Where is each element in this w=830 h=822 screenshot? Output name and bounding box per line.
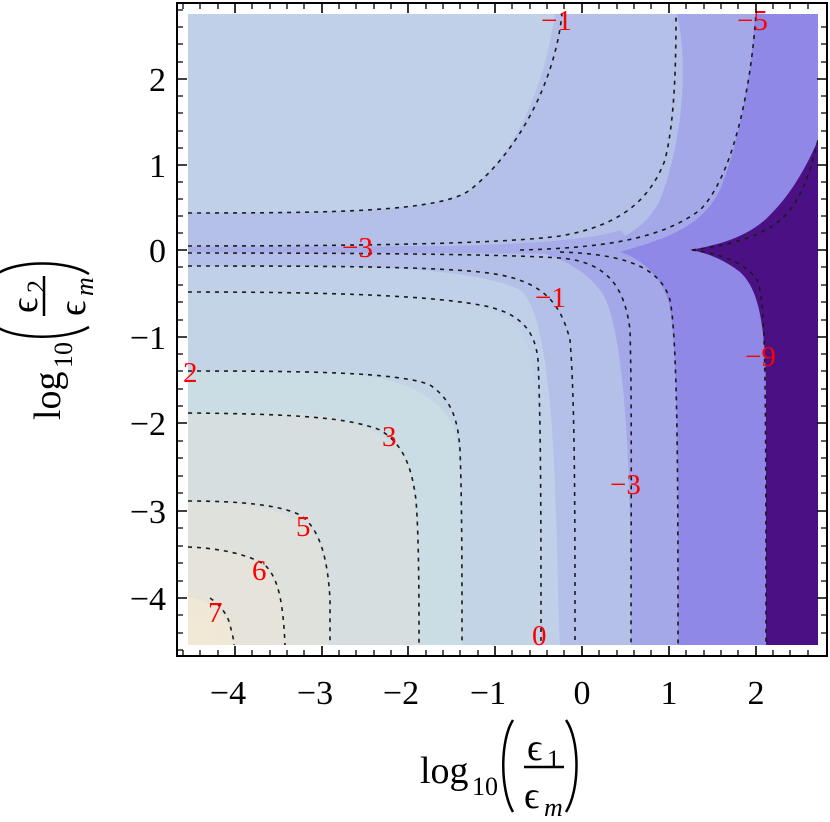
contour-label: −3 — [610, 469, 641, 501]
contour-label: −1 — [541, 5, 572, 37]
svg-text:ϵ: ϵ — [527, 727, 542, 769]
svg-text:ϵ: ϵ — [524, 775, 539, 817]
x-tick-labels: −4 −3 −2 −1 0 1 2 — [210, 675, 765, 712]
svg-text:m: m — [70, 277, 99, 296]
svg-text:log: log — [27, 371, 69, 420]
contour-label: 0 — [532, 620, 547, 652]
x-tick-label: 0 — [574, 675, 591, 712]
contour-label: 6 — [252, 555, 267, 587]
axis-ticks — [177, 3, 827, 656]
x-tick-label: −3 — [297, 675, 333, 712]
contour-regions — [188, 14, 818, 645]
contour-labels: −1 −5 −3 −1 2 −9 3 −3 5 6 7 0 — [183, 5, 776, 652]
x-tick-label: −2 — [383, 675, 419, 712]
x-tick-label: 2 — [748, 675, 765, 712]
contour-label: −5 — [737, 5, 768, 37]
contour-label: −3 — [342, 232, 373, 264]
axis-minor-ticks — [177, 3, 827, 656]
y-axis-title: log 10 ϵ 2 ϵ m — [0, 262, 99, 420]
contour-label: 3 — [382, 421, 397, 453]
svg-text:log: log — [420, 750, 469, 792]
y-tick-label: 2 — [149, 62, 166, 99]
contour-label: 5 — [296, 511, 311, 543]
svg-text:ϵ: ϵ — [52, 301, 94, 316]
y-tick-labels: 2 1 0 −1 −2 −3 −4 — [130, 62, 166, 618]
x-tick-label: 1 — [661, 675, 678, 712]
y-tick-label: 0 — [149, 233, 166, 270]
svg-text:10: 10 — [472, 772, 498, 801]
x-axis-title: log 10 ϵ 1 ϵ m — [420, 719, 578, 822]
region-m9 — [690, 140, 818, 645]
y-tick-label: −1 — [130, 320, 166, 357]
x-tick-label: −4 — [210, 675, 246, 712]
contour-lines — [188, 14, 818, 645]
x-tick-label: −1 — [470, 675, 506, 712]
y-tick-label: 1 — [149, 148, 166, 185]
svg-text:m: m — [544, 793, 563, 822]
svg-text:1: 1 — [547, 745, 560, 774]
region-band-m3-thin — [188, 230, 640, 254]
plot-frame — [176, 2, 828, 657]
y-tick-label: −3 — [130, 494, 166, 531]
svg-text:2: 2 — [22, 280, 51, 293]
svg-text:10: 10 — [49, 342, 78, 368]
contour-label: 7 — [208, 597, 223, 629]
svg-text:ϵ: ϵ — [4, 298, 46, 313]
region-7 — [188, 597, 234, 645]
contour-label: 2 — [183, 357, 198, 389]
y-tick-label: −4 — [130, 581, 166, 618]
contour-label: −9 — [745, 341, 776, 373]
contour-label: −1 — [535, 282, 566, 314]
y-tick-label: −2 — [130, 406, 166, 443]
